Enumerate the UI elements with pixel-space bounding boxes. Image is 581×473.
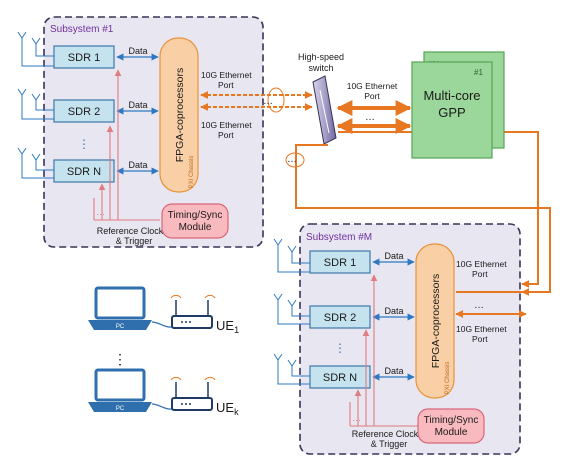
pxi-m-chassis-label: PXI Chassis bbox=[445, 362, 451, 395]
port-top-line1: 10G Ethernet bbox=[201, 70, 252, 80]
ref-clock-dots: … bbox=[96, 207, 105, 217]
data-label-m-1: Data bbox=[384, 251, 403, 261]
laptop-icon: PC bbox=[88, 286, 152, 330]
switch-label-line2: switch bbox=[308, 63, 333, 73]
timing-line1: Timing/Sync bbox=[168, 210, 223, 221]
sdr-m-2-label: SDR 2 bbox=[324, 312, 356, 324]
gpp-name-line2: GPP bbox=[438, 105, 465, 120]
router-icon bbox=[170, 376, 216, 411]
ref-clock-m-dots: … bbox=[352, 413, 361, 423]
ue-vdots: ⋮ bbox=[113, 351, 127, 367]
port-m-bottom-line2: Port bbox=[472, 334, 488, 344]
sdr-2-label: SDR 2 bbox=[68, 106, 100, 118]
sdr-1-block: SDR 1 bbox=[53, 45, 115, 69]
sdr-1-label: SDR 1 bbox=[68, 52, 100, 64]
timing-m-line2: Module bbox=[435, 427, 468, 438]
port-m-bottom-line1: 10G Ethernet bbox=[456, 324, 507, 334]
sdr-m-1-antennas bbox=[273, 238, 310, 273]
sdr-1-antennas bbox=[17, 31, 54, 67]
port-m-top-line1: 10G Ethernet bbox=[456, 259, 507, 269]
link-group-ellipse-top bbox=[267, 87, 285, 113]
data-label-1: Data bbox=[128, 46, 147, 56]
sdr-m-2-antennas bbox=[273, 293, 310, 325]
sdr-vdots: ⋮ bbox=[78, 137, 90, 151]
fpga-label: FPGA-coprocessors bbox=[174, 68, 186, 163]
ref-clock-lines bbox=[93, 69, 160, 221]
high-speed-switch: High-speed switch bbox=[298, 52, 344, 145]
ref-clock-line1: Reference Clock bbox=[97, 226, 164, 236]
sdr-m-vdots: ⋮ bbox=[334, 341, 346, 355]
port-bottom-line2: Port bbox=[218, 130, 234, 140]
data-label-m-n: Data bbox=[384, 366, 403, 376]
port-m-dots: … bbox=[474, 300, 484, 311]
fpga-coprocessors-block: FPGA-coprocessors PXI Chassis bbox=[159, 37, 199, 193]
ethernet-links bbox=[200, 91, 551, 296]
link-dots-bottom: … bbox=[287, 154, 297, 165]
subsystem-m-title: Subsystem #M bbox=[306, 232, 372, 243]
data-label-n: Data bbox=[128, 160, 147, 170]
link-dots-top: … bbox=[263, 96, 273, 107]
port-bottom-line1: 10G Ethernet bbox=[201, 120, 252, 130]
data-label-2: Data bbox=[128, 100, 147, 110]
gpp-front-card bbox=[411, 61, 493, 159]
ue-1: PC UE1 bbox=[88, 286, 239, 335]
gpp-port-line2: Port bbox=[364, 91, 380, 101]
gpp-port-line1: 10G Ethernet bbox=[347, 81, 398, 91]
router-icon bbox=[170, 294, 216, 329]
switch-label-line1: High-speed bbox=[298, 52, 344, 62]
gpp-name-line1: Multi-core bbox=[423, 88, 480, 103]
multi-core-gpp: 10G Ethernet Port … #N #1 Multi-core GPP bbox=[347, 51, 505, 159]
port-m-top-line2: Port bbox=[472, 269, 488, 279]
fpga-m-coprocessors-block: FPGA-coprocessors PXI Chassis bbox=[415, 243, 455, 399]
sdr-m-2-block: SDR 2 bbox=[309, 305, 371, 329]
ref-clock-m-line2: & Trigger bbox=[371, 439, 408, 449]
sdr-m-n-antennas bbox=[273, 353, 310, 385]
sdr-n-label: SDR N bbox=[67, 166, 101, 178]
sdr-n-block: SDR N bbox=[53, 159, 115, 183]
laptop-icon: PC bbox=[88, 368, 152, 412]
gpp-front-label: #1 bbox=[474, 68, 483, 77]
pxi-chassis-label: PXI Chassis bbox=[189, 156, 195, 189]
data-label-m-2: Data bbox=[384, 306, 403, 316]
sdr-2-block: SDR 2 bbox=[53, 99, 115, 123]
ue-1-label: UE1 bbox=[216, 318, 239, 335]
ref-clock-line2: & Trigger bbox=[116, 236, 153, 246]
fpga-m-label: FPGA-coprocessors bbox=[430, 274, 442, 369]
sdr-m-1-block: SDR 1 bbox=[309, 250, 371, 274]
subsystem-1-title: Subsystem #1 bbox=[50, 24, 114, 35]
ref-clock-m-line1: Reference Clock bbox=[352, 429, 419, 439]
timing-sync-module: Timing/Sync Module bbox=[161, 203, 229, 239]
ue-k: PC UEk bbox=[88, 368, 239, 417]
subsystem-m: Subsystem #M SDR 1 SDR 2 ⋮ SDR N bbox=[273, 223, 527, 455]
ue-k-label: UEk bbox=[216, 400, 239, 417]
sdr-m-1-label: SDR 1 bbox=[324, 257, 356, 269]
sdr-m-n-block: SDR N bbox=[309, 365, 371, 389]
subsystem-m-panel bbox=[299, 223, 521, 455]
subsystem-1: Subsystem #1 SDR 1 SDR 2 ⋮ SDR N bbox=[17, 16, 264, 248]
gpp-dots: … bbox=[365, 112, 375, 123]
port-top-line2: Port bbox=[218, 80, 234, 90]
sdr-2-antennas bbox=[17, 88, 54, 120]
timing-line2: Module bbox=[179, 222, 212, 233]
pc-label-1: PC bbox=[116, 324, 125, 330]
timing-m-line1: Timing/Sync bbox=[424, 415, 479, 426]
pc-label-k: PC bbox=[116, 406, 125, 412]
link-group-ellipse-bottom bbox=[285, 152, 305, 168]
sdr-m-n-label: SDR N bbox=[323, 372, 357, 384]
ref-clock-m-lines bbox=[349, 274, 418, 427]
timing-m-sync-module: Timing/Sync Module bbox=[417, 408, 485, 444]
sdr-n-antennas bbox=[17, 147, 54, 179]
